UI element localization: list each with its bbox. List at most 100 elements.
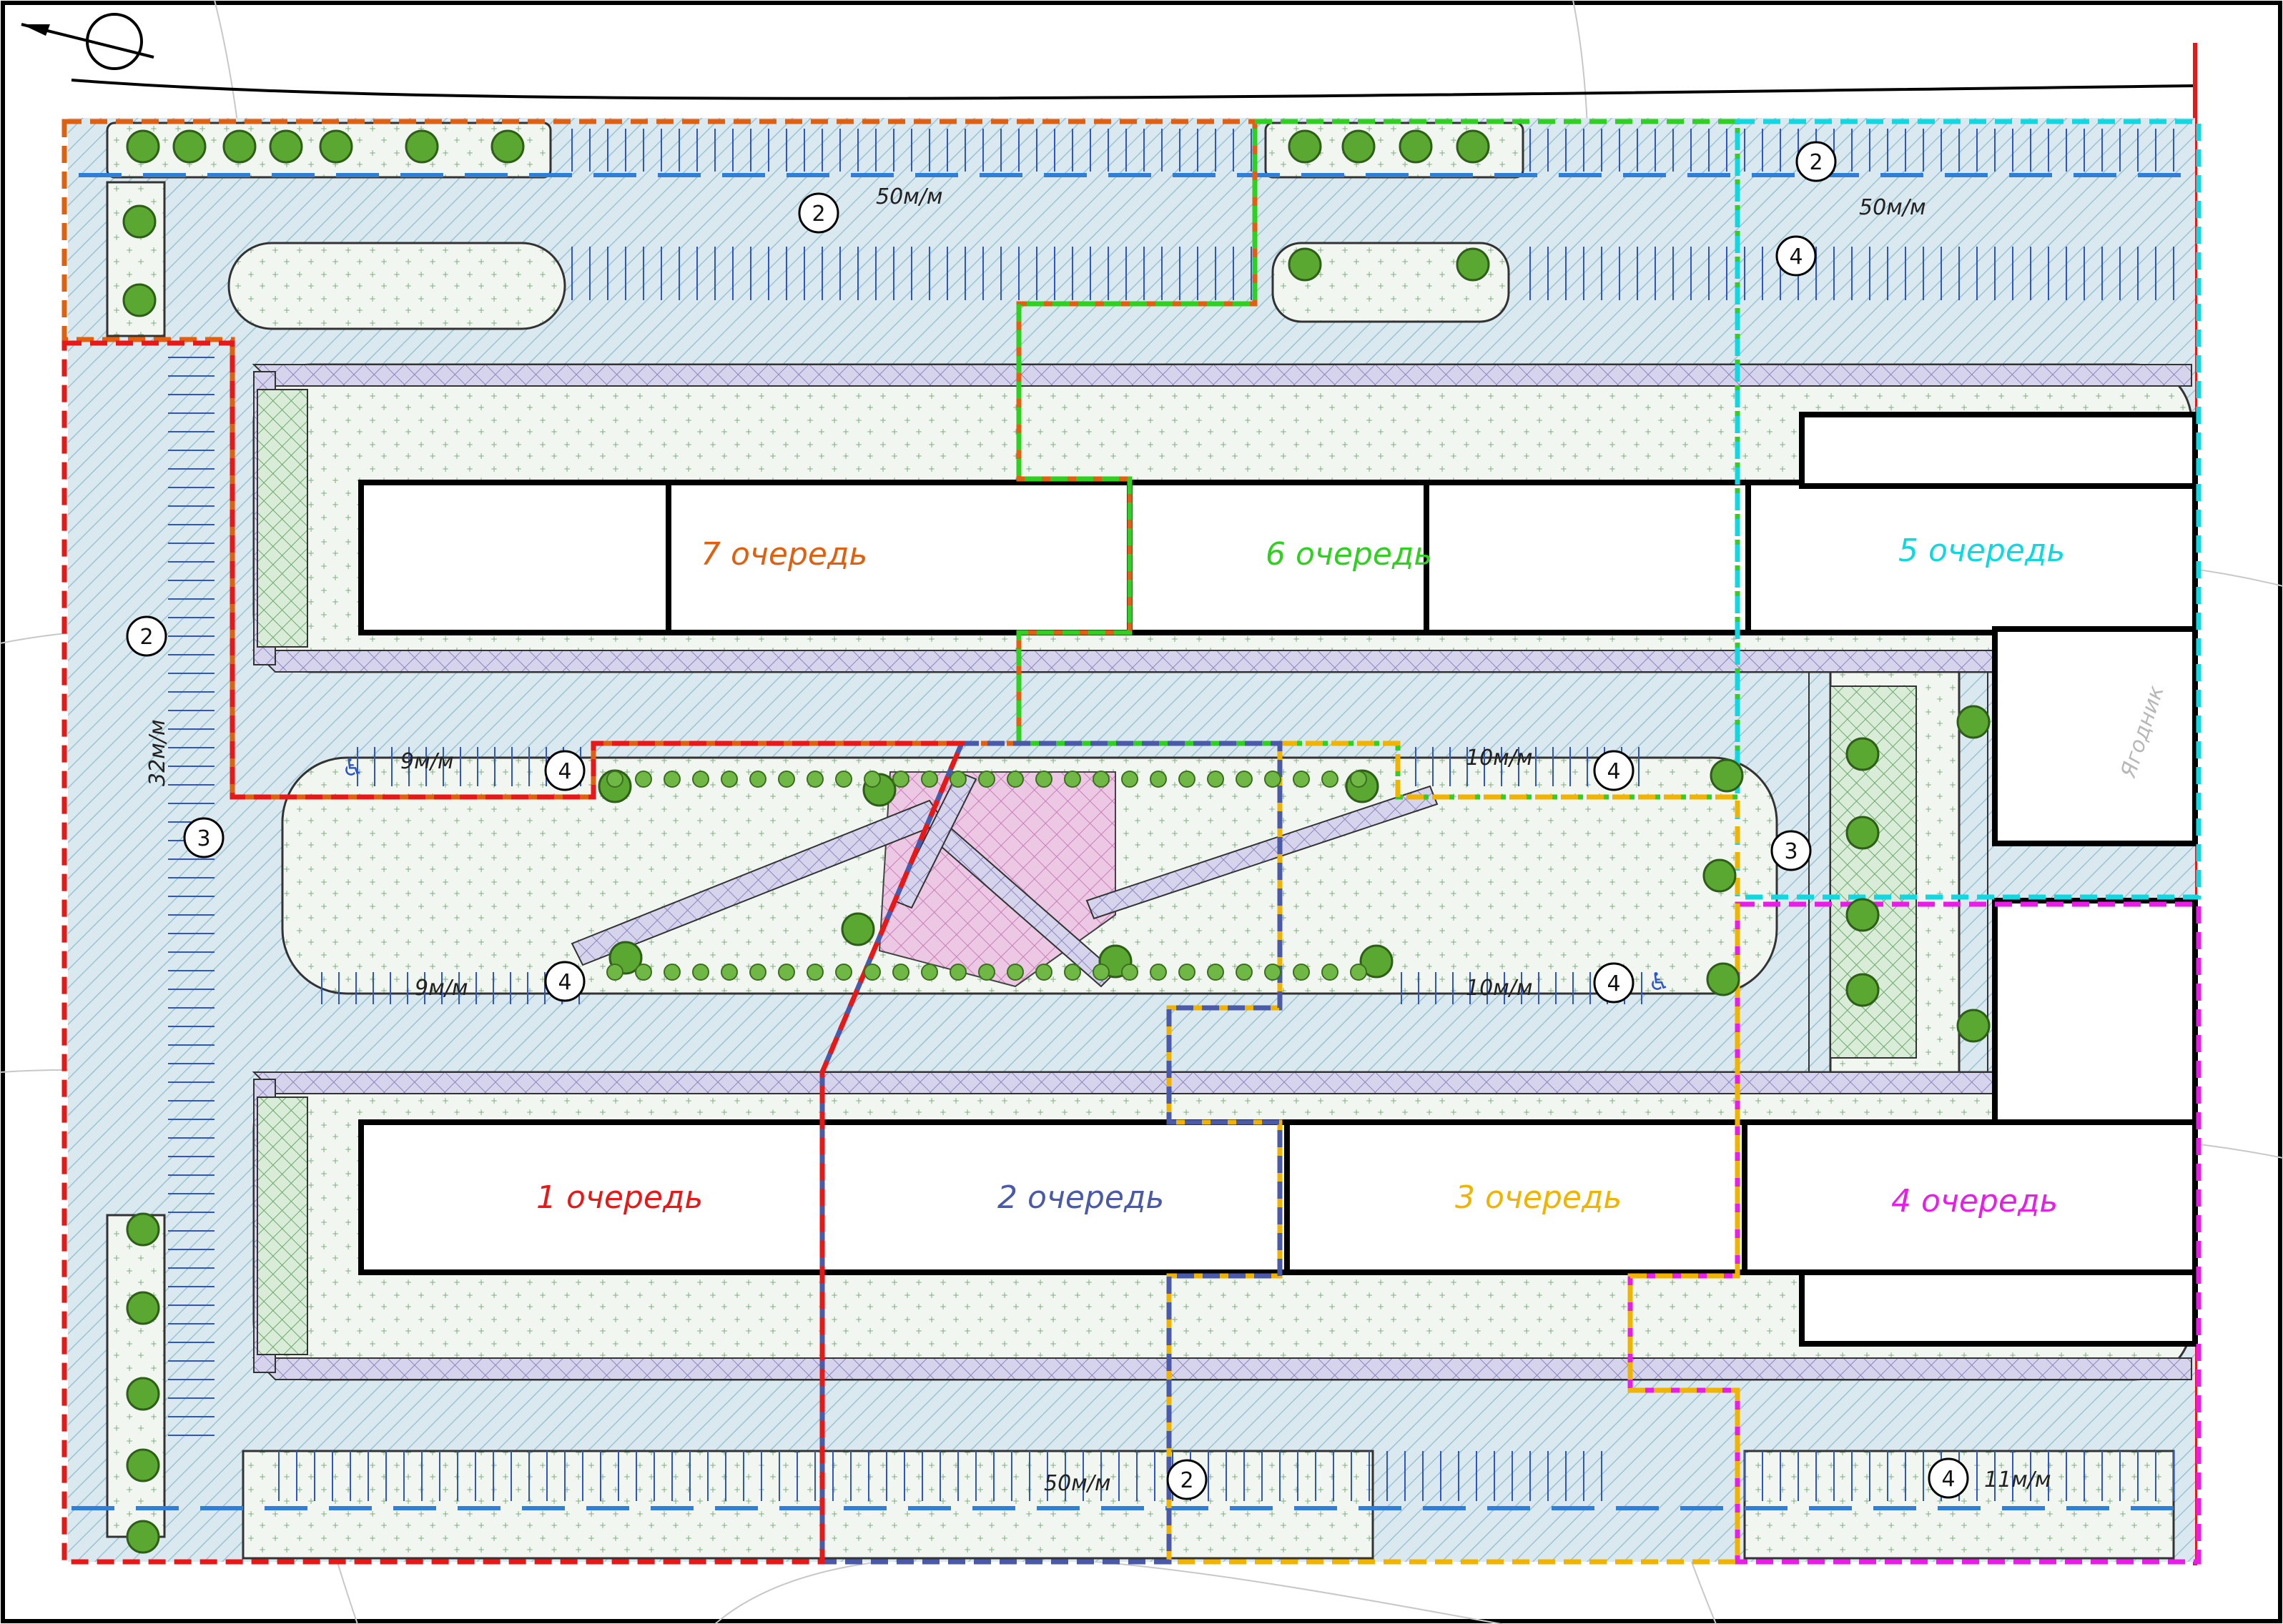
tree-icon [1341, 129, 1376, 164]
road-center-lines [72, 173, 2188, 1510]
tree-icon [269, 129, 303, 164]
shrub-icon [864, 771, 881, 788]
shrub-icon [1007, 771, 1024, 788]
marker-9-text: 4 [1607, 971, 1620, 996]
courtyard-paths [571, 771, 1439, 988]
shrub-icon [978, 771, 995, 788]
phase-label-1: 1 очередь [536, 1179, 703, 1216]
marker-12-text: 4 [1941, 1467, 1955, 1492]
tree-icon [1288, 129, 1322, 164]
shrub-icon [778, 771, 795, 788]
shrub-icon [1093, 771, 1110, 788]
tree-icon [126, 1377, 160, 1411]
shrub-icon [1264, 964, 1281, 981]
parking-stripes [168, 129, 2174, 1501]
phase-boundary-6 [1016, 119, 1740, 800]
shrub-icon [1350, 964, 1367, 981]
tree-icon [1359, 944, 1394, 979]
marker-4: 2 [126, 615, 167, 657]
tree-icon [1845, 973, 1880, 1007]
marker-12: 4 [1928, 1457, 1969, 1499]
shrub-icon [1007, 964, 1024, 981]
marker-5: 3 [183, 817, 225, 858]
tree-icon [1710, 758, 1744, 793]
tree-icon [126, 1448, 160, 1482]
shrub-icon [1150, 771, 1167, 788]
buildings [358, 412, 2198, 1347]
tree-icon [126, 1212, 160, 1247]
tree-icon [1956, 705, 1991, 739]
phase-label-6: 6 очередь [1266, 536, 1432, 573]
marker-8-text: 4 [1607, 759, 1620, 784]
tree-icon [405, 129, 439, 164]
shrub-icon [1093, 964, 1110, 981]
tree-icon [122, 204, 157, 239]
phase-boundary-1 [61, 340, 966, 1565]
building-4-annex [1799, 1269, 2198, 1347]
shrub-icon [1236, 771, 1253, 788]
phase-label-3: 3 очередь [1455, 1179, 1622, 1216]
shrub-icon [1178, 964, 1195, 981]
parking-label-south: 50м/м [1044, 1471, 1111, 1496]
shrub-icon [1207, 964, 1224, 981]
shrub-icon [950, 964, 967, 981]
shrub-icon [1321, 964, 1338, 981]
shrub-icon [835, 964, 852, 981]
shrub-icon [1236, 964, 1253, 981]
shrub-icon [1264, 771, 1281, 788]
tree-icon [222, 129, 257, 164]
building-5-annex [1799, 412, 2198, 489]
phase-boundary-5 [1735, 119, 2201, 900]
shrub-icon [721, 771, 738, 788]
shrub-icon [692, 771, 709, 788]
phase-boundary-7 [61, 119, 1258, 800]
marker-10-text: 3 [1784, 839, 1798, 864]
tree-icon [1845, 898, 1880, 932]
tree-icon [841, 912, 875, 946]
phase-label-2: 2 очередь [997, 1179, 1164, 1216]
marker-2-text: 2 [1809, 150, 1823, 175]
shrub-icon [778, 964, 795, 981]
shrub-icon [978, 964, 995, 981]
marker-8: 4 [1593, 750, 1634, 791]
tree-icon [1288, 247, 1322, 282]
tree-icon [172, 129, 207, 164]
marker-3: 4 [1775, 235, 1817, 277]
wheelchair-icon: ♿ [342, 753, 363, 782]
tree-icon [1702, 858, 1737, 893]
shrub-icon [692, 964, 709, 981]
marker-5-text: 3 [197, 826, 210, 851]
site-edge-line [71, 79, 2196, 100]
marker-2: 2 [1795, 141, 1837, 182]
shrub-icon [635, 771, 652, 788]
parking-label-court-se: 10м/м [1466, 976, 1533, 1001]
shrub-icon [864, 964, 881, 981]
phase-label-7: 7 очередь [701, 536, 867, 573]
shrub-icon [1178, 771, 1195, 788]
marker-9: 4 [1593, 962, 1634, 1004]
parking-label-west: 32м/м [145, 719, 170, 786]
shrub-icon [1035, 771, 1052, 788]
building-7 [358, 480, 1133, 635]
shrub-icon [1121, 771, 1138, 788]
tree-icon [1956, 1009, 1991, 1043]
shrub-icon [635, 964, 652, 981]
marker-7: 4 [544, 961, 586, 1002]
shrub-icon [1121, 964, 1138, 981]
marker-1-text: 2 [812, 202, 825, 227]
shrub-icon [892, 964, 909, 981]
marker-1: 2 [798, 192, 839, 234]
parking-label-north-east: 50м/м [1859, 195, 1926, 220]
shrub-icon [1150, 964, 1167, 981]
tree-icon [126, 1291, 160, 1325]
shrub-icon [1321, 771, 1338, 788]
shrub-icon [1293, 964, 1310, 981]
shrub-icon [1064, 771, 1081, 788]
shrub-icon [807, 771, 824, 788]
parking-label-south-east: 11м/м [1984, 1467, 2051, 1492]
marker-11: 2 [1166, 1459, 1208, 1500]
shrub-icon [749, 964, 766, 981]
shrub-icon [950, 771, 967, 788]
north-arrow-icon [21, 13, 154, 70]
